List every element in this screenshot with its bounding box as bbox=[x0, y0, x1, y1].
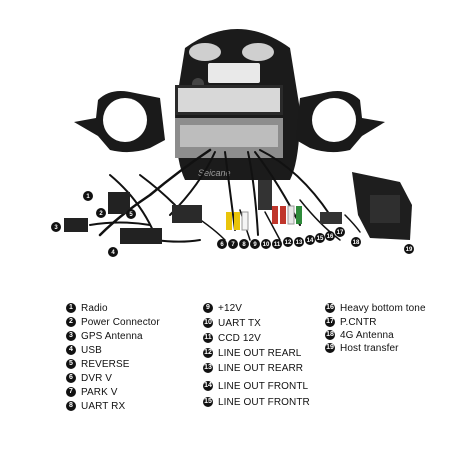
svg-text:13: 13 bbox=[296, 240, 303, 246]
legend-label: UART TX bbox=[218, 317, 261, 329]
legend-label: LINE OUT REARL bbox=[218, 347, 302, 359]
legend-label: Host transfer bbox=[340, 342, 399, 354]
callout-17: 17 bbox=[335, 227, 345, 237]
callout-2: 2 bbox=[96, 208, 106, 218]
callout-3: 3 bbox=[51, 222, 61, 232]
svg-text:14: 14 bbox=[307, 238, 314, 244]
callout-7: 7 bbox=[228, 239, 238, 249]
callout-19: 19 bbox=[404, 244, 414, 254]
svg-text:5: 5 bbox=[129, 212, 133, 218]
callout-8: 8 bbox=[239, 239, 249, 249]
callout-18: 18 bbox=[351, 237, 361, 247]
legend-label: CCD 12V bbox=[218, 332, 261, 344]
product-photo: Seicane 1 bbox=[51, 29, 414, 257]
legend-label: Heavy bottom tone bbox=[340, 302, 426, 314]
legend-label: REVERSE bbox=[81, 358, 130, 370]
callout-6: 6 bbox=[217, 239, 227, 249]
svg-text:17: 17 bbox=[337, 230, 344, 236]
host-transfer-box bbox=[352, 172, 412, 240]
watermark-text: Seicane bbox=[198, 168, 231, 178]
legend-label: LINE OUT FRONTL bbox=[218, 380, 309, 392]
legend-item: 9+12V bbox=[203, 302, 242, 314]
legend-label: GPS Antenna bbox=[81, 330, 143, 342]
svg-text:8: 8 bbox=[242, 242, 246, 248]
callout-13: 13 bbox=[294, 237, 304, 247]
legend-label: PARK V bbox=[81, 386, 118, 398]
callout-11: 11 bbox=[272, 239, 282, 249]
legend-label: Power Connector bbox=[81, 316, 160, 328]
callout-9: 9 bbox=[250, 239, 260, 249]
callout-10: 10 bbox=[261, 239, 271, 249]
callout-12: 12 bbox=[283, 237, 293, 247]
legend-label: Radio bbox=[81, 302, 108, 314]
svg-text:10: 10 bbox=[263, 242, 270, 248]
svg-text:4: 4 bbox=[111, 250, 115, 256]
legend-label: 4G Antenna bbox=[340, 329, 394, 341]
callout-15: 15 bbox=[315, 233, 325, 243]
svg-text:1: 1 bbox=[86, 194, 90, 200]
svg-text:2: 2 bbox=[99, 211, 103, 217]
svg-text:16: 16 bbox=[327, 234, 334, 240]
legend-label: USB bbox=[81, 344, 102, 356]
svg-text:6: 6 bbox=[220, 242, 224, 248]
connectors bbox=[64, 180, 342, 244]
legend-label: P.CNTR bbox=[340, 316, 377, 328]
svg-text:3: 3 bbox=[54, 225, 58, 231]
svg-text:18: 18 bbox=[353, 240, 360, 246]
head-unit bbox=[175, 29, 300, 180]
svg-text:7: 7 bbox=[231, 242, 235, 248]
svg-text:12: 12 bbox=[285, 240, 292, 246]
legend-label: LINE OUT FRONTR bbox=[218, 396, 310, 408]
legend-label: UART RX bbox=[81, 400, 126, 412]
callout-14: 14 bbox=[305, 235, 315, 245]
left-ring-bracket bbox=[74, 91, 165, 153]
legend-label: DVR V bbox=[81, 372, 113, 384]
callout-16: 16 bbox=[325, 231, 335, 241]
callout-4: 4 bbox=[108, 247, 118, 257]
cable-harness bbox=[89, 148, 361, 243]
callout-5: 5 bbox=[126, 209, 136, 219]
svg-text:19: 19 bbox=[406, 247, 413, 253]
svg-text:11: 11 bbox=[274, 242, 281, 248]
svg-text:15: 15 bbox=[317, 236, 324, 242]
callout-badges: 1 2 3 4 5 6 7 8 9 10 11 12 13 14 15 16 1… bbox=[51, 191, 414, 257]
callout-1: 1 bbox=[83, 191, 93, 201]
right-ring-bracket bbox=[296, 91, 385, 153]
legend-label: +12V bbox=[218, 302, 243, 314]
legend-label: LINE OUT REARR bbox=[218, 362, 304, 374]
svg-text:9: 9 bbox=[253, 242, 257, 248]
